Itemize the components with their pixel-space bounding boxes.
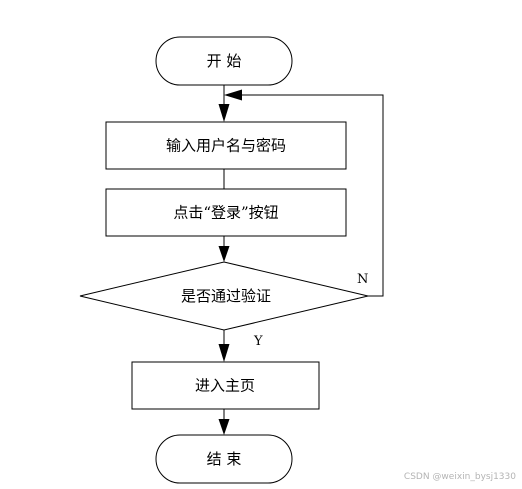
verify-decision-label: 是否通过验证 (181, 287, 271, 305)
click-login-shape (105, 188, 347, 237)
enter-home-label: 进入主页 (195, 377, 255, 395)
end-label: 结 束 (207, 450, 242, 468)
edge-no-loop (236, 94, 384, 297)
arrowhead-home-to-end (218, 419, 230, 435)
arrowhead-start-to-input (218, 104, 230, 122)
edge-yes-label: Y (253, 334, 263, 349)
end-shape (155, 434, 293, 484)
enter-home-node: 进入主页 (131, 361, 320, 410)
click-login-label: 点击“登录”按钮 (173, 204, 278, 222)
input-credentials-label: 输入用户名与密码 (166, 137, 286, 155)
start-node: 开 始 (155, 36, 293, 86)
arrowhead-click-to-decision (218, 246, 230, 262)
click-login-node: 点击“登录”按钮 (105, 188, 347, 237)
input-credentials-node: 输入用户名与密码 (105, 121, 347, 170)
start-label: 开 始 (207, 52, 242, 70)
input-credentials-shape (105, 121, 347, 170)
arrowhead-no-loop (224, 89, 242, 101)
edge-no-label: N (357, 272, 368, 287)
end-node: 结 束 (155, 434, 293, 484)
enter-home-shape (131, 361, 320, 410)
watermark-text: CSDN @weixin_bysj1330 (403, 472, 516, 482)
arrowhead-yes-to-home (218, 344, 230, 362)
verify-decision-node: 是否通过验证 (79, 261, 369, 331)
